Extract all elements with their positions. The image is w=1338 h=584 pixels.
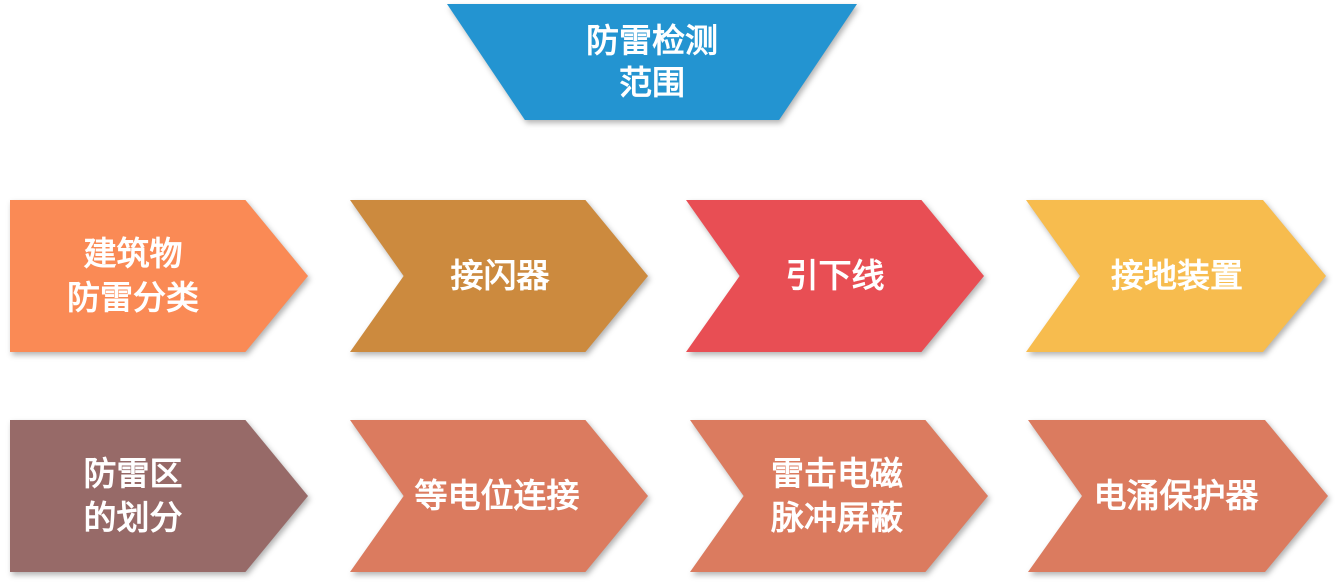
chevron-lightning-zone: 防雷区 的划分	[10, 420, 308, 572]
chevron-label: 建筑物 防雷分类	[67, 234, 199, 317]
chevron-down-conductor: 引下线	[686, 200, 984, 352]
title-trapezoid-bg	[447, 4, 857, 120]
chevron-bg	[10, 200, 308, 352]
title-trapezoid: 防雷检测 范围	[447, 4, 857, 120]
chevron-lemp-shielding: 雷击电磁 脉冲屏蔽	[690, 420, 988, 572]
chevron-label: 等电位连接	[414, 476, 580, 515]
chevron-bg	[10, 420, 308, 572]
chevron-building-classification: 建筑物 防雷分类	[10, 200, 308, 352]
chevron-label: 引下线	[785, 256, 885, 295]
chevron-equipotential-bonding: 等电位连接	[350, 420, 648, 572]
chevron-air-terminal: 接闪器	[350, 200, 648, 352]
chevron-grounding-device: 接地装置	[1026, 200, 1326, 352]
chevron-label: 接地装置	[1111, 256, 1243, 295]
title-label: 防雷检测 范围	[586, 21, 718, 102]
chevron-surge-protector: 电涌保护器	[1028, 420, 1328, 572]
chevron-label: 电涌保护器	[1093, 476, 1259, 515]
chevron-label: 接闪器	[450, 256, 550, 295]
chevron-label: 雷击电磁 脉冲屏蔽	[771, 454, 903, 537]
chevron-label: 防雷区 的划分	[83, 454, 183, 537]
